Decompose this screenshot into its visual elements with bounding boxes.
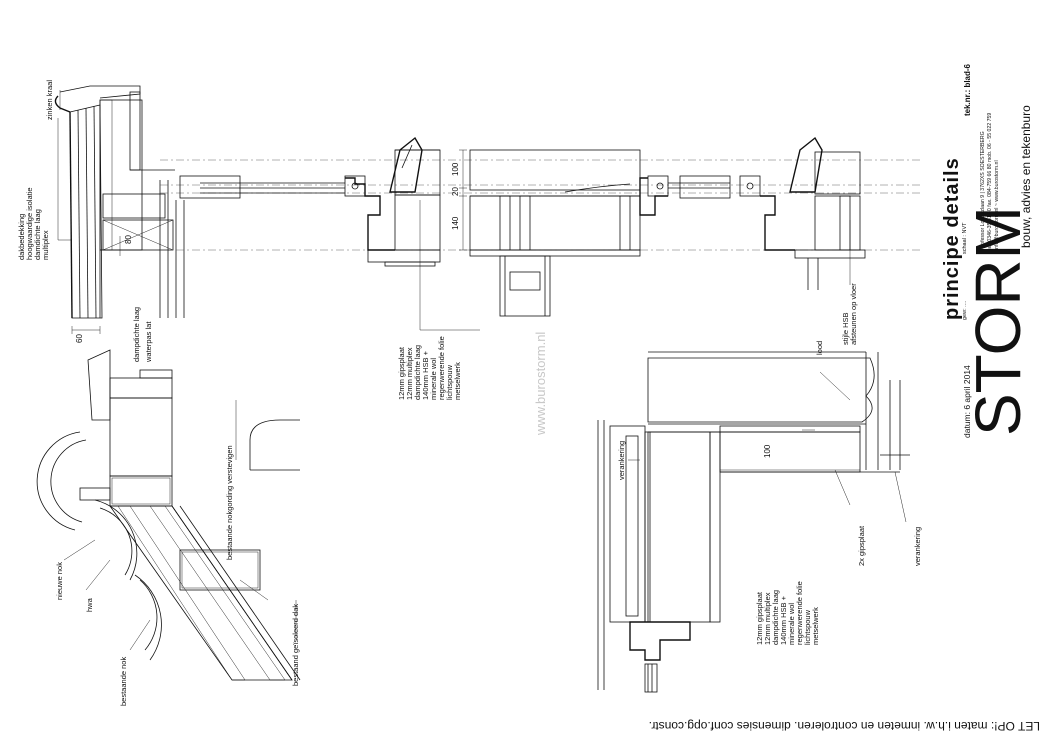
watermark: www.burostorm.nl — [533, 332, 548, 436]
wall-layers-bottom: 12mm gipsplaat 12mm multiplex dampdichte… — [755, 581, 820, 645]
wall2-line-7: lichtspouw — [803, 609, 812, 645]
annotations: zinken kraal dakbedekking hoogwaardige i… — [17, 80, 1040, 733]
title-block: principe details STORM bouw, advies en t… — [941, 63, 1034, 438]
contact-line: info@burostorm.nl ~ www.burostorm.nl — [994, 160, 1000, 250]
revision-label: gew: .... — [962, 300, 968, 320]
dim-140: 140 — [451, 216, 460, 230]
scale-label: schaal : NVT — [962, 222, 968, 254]
dim-20: 20 — [451, 187, 460, 196]
wall2-line-8: metselwerk — [811, 607, 820, 645]
wall1-line-3: dampdichte laag — [413, 345, 422, 400]
wall-layers-top: 12mm gipsplaat 12mm multiplex dampdichte… — [397, 336, 462, 400]
wall1-line-5: minerale wol — [429, 358, 438, 400]
label-lood: lood — [815, 341, 824, 355]
label-hwa: hwa — [85, 597, 94, 612]
wall2-line-3: dampdichte laag — [771, 590, 780, 645]
label-bestaande-nok: bestaande nok — [119, 657, 128, 706]
phone-line: tel. 0346-35 51 40 fax. 084-759 66 80 mo… — [987, 113, 993, 250]
brand-storm: STORM — [962, 206, 1034, 436]
label-dakbedekking: dakbedekking — [17, 214, 26, 260]
wall2-line-4: 140mm HSB + — [779, 595, 788, 645]
wall1-line-1: 12mm gipsplaat — [397, 346, 406, 400]
label-waterpas-lat: waterpas lat — [144, 321, 153, 363]
label-hoogwaardige-isolatie: hoogwaardige isolatie — [25, 187, 34, 260]
title-principe-details: principe details — [941, 157, 963, 320]
wall1-line-6: regenwerende folie — [437, 336, 446, 400]
dim-80: 80 — [124, 235, 133, 244]
label-stijle-hsb: stijle HSB — [841, 312, 850, 345]
label-dampdichte-laag: dampdichte laag — [132, 307, 141, 362]
dim-60: 60 — [75, 334, 84, 343]
label-afsteunen: afsteunen op vloer — [849, 283, 858, 345]
label-multiplex: multiplex — [41, 230, 50, 260]
wall1-line-2: 12mm multiplex — [405, 347, 414, 400]
wall1-line-8: metselwerk — [453, 362, 462, 400]
dim-100b: 100 — [763, 444, 772, 458]
corner-wall-detail — [597, 351, 910, 693]
wall2-line-5: minerale wol — [787, 603, 796, 645]
date-label: datum: 6 april 2014 — [962, 365, 972, 438]
dim-100: 100 — [451, 162, 460, 176]
wall1-line-4: 140mm HSB + — [421, 350, 430, 400]
window-frame-details — [160, 136, 920, 331]
label-nokgording: bestaande nokgording verstevigen — [225, 445, 234, 560]
roof-edge-detail — [54, 85, 185, 334]
wall2-line-1: 12mm gipsplaat — [755, 591, 764, 645]
brand-tagline: bouw, advies en tekenburo — [1019, 105, 1033, 248]
label-verankering-1: verankering — [617, 441, 626, 480]
wall2-line-6: regenwerende folie — [795, 581, 804, 645]
label-zinken-kraal: zinken kraal — [45, 80, 54, 120]
label-geisoleerd-dak: bestaand geïsoleerd dak — [291, 604, 300, 686]
sheet-number: tek.nr.: blad-6 — [963, 63, 972, 116]
label-verankering-2: verankering — [913, 527, 922, 566]
wall2-line-2: 12mm multiplex — [763, 592, 772, 645]
label-damdichte-laag: damdichte laag — [33, 209, 42, 260]
wall1-line-7: lichtspouw — [445, 364, 454, 400]
label-2x-gipsplaat: 2x gipsplaat — [857, 525, 866, 566]
disclaimer-note: LET OP!: maten i.h.w. inmeten en control… — [649, 719, 1040, 733]
ridge-detail — [36, 349, 301, 681]
address-line: Professor Lorentzlaan 9 | 3762XS SOESTER… — [980, 131, 986, 250]
label-nieuwe-nok: nieuwe nok — [55, 562, 64, 600]
